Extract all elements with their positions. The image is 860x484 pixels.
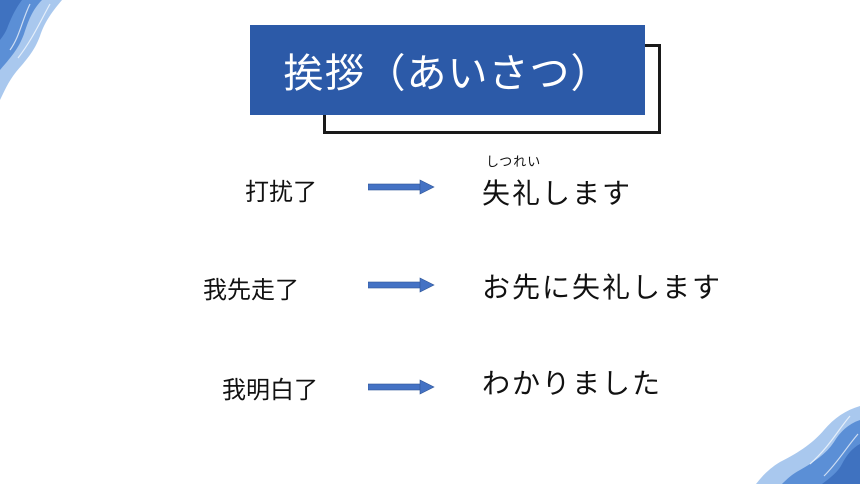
right-arrow-icon	[368, 179, 435, 195]
slide-title: 挨拶（あいさつ）	[283, 51, 612, 97]
bottom-right-wave-decoration	[756, 406, 860, 484]
right-arrow-icon	[368, 277, 435, 293]
chinese-phrase-2: 我先走了	[203, 276, 299, 304]
chinese-phrase-3: 我明白了	[222, 376, 318, 404]
japanese-phrase-2: お先に失礼します	[482, 271, 723, 304]
chinese-phrase-1: 打扰了	[245, 178, 317, 206]
title-banner: 挨拶（あいさつ）	[250, 25, 645, 115]
right-arrow-icon	[368, 379, 435, 395]
japanese-phrase-1: 失礼します	[482, 177, 633, 210]
furigana-shitsurei: しつれい	[486, 155, 542, 170]
japanese-phrase-3: わかりました	[482, 367, 663, 400]
top-left-wave-decoration	[0, 0, 62, 100]
